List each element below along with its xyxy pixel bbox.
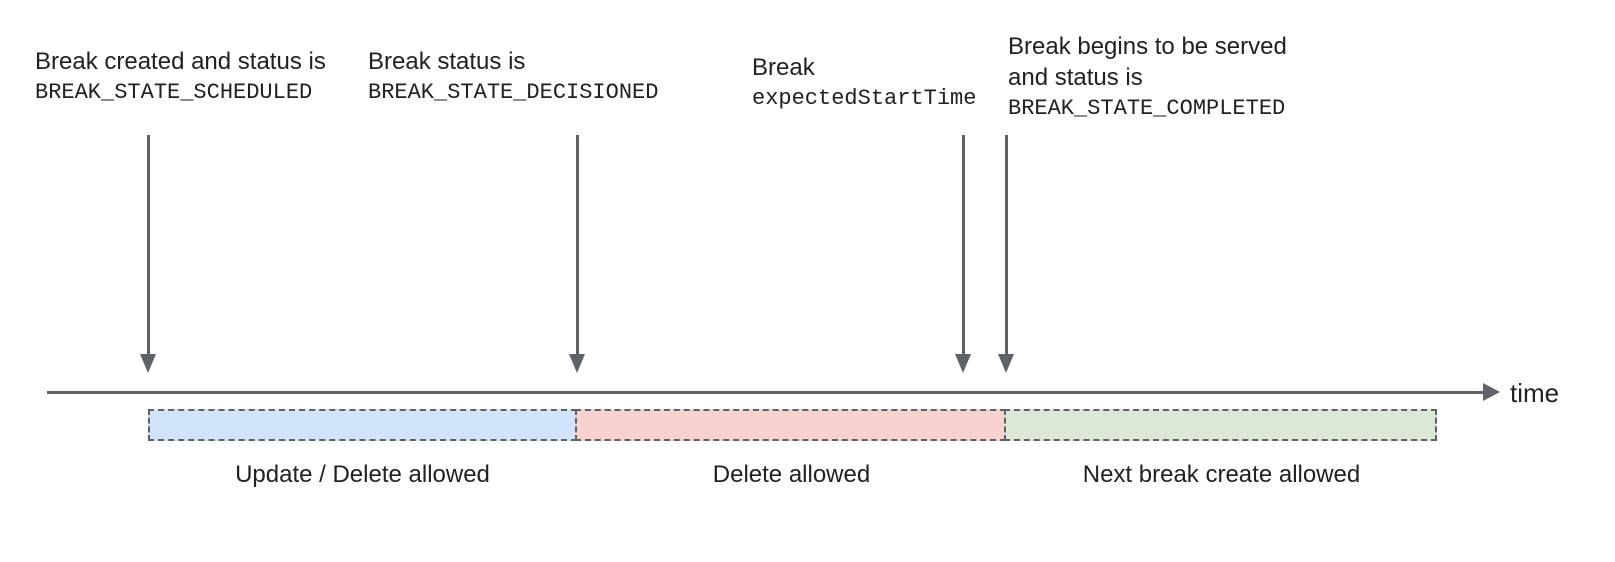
time-axis-label: time [1510, 378, 1560, 408]
time-axis-arrow-icon [1483, 383, 1500, 401]
down-arrow-icon [998, 135, 1014, 373]
arrow-head-icon [140, 354, 156, 373]
down-arrow-icon [140, 135, 156, 373]
annotation-text: Break status is [368, 48, 526, 75]
annotation-text: Break begins to be served [1008, 33, 1287, 60]
annotation-break-completed: Break begins to be served and status is … [1008, 31, 1287, 124]
arrow-head-icon [569, 354, 585, 373]
annotation-text: Break [752, 54, 815, 81]
segment-next-break-create-allowed [1004, 409, 1437, 441]
segment-caption: Next break create allowed [1082, 461, 1361, 488]
arrow-head-icon [998, 354, 1014, 373]
down-arrow-icon [955, 135, 971, 373]
arrow-shaft [961, 135, 965, 355]
annotation-break-created: Break created and status is BREAK_STATE_… [35, 46, 326, 108]
segment-update-delete-allowed [148, 409, 577, 441]
annotation-code-break-state-completed: BREAK_STATE_COMPLETED [1008, 96, 1286, 121]
annotation-code-expected-start-time: expectedStartTime [752, 86, 977, 111]
arrow-shaft [1004, 135, 1008, 355]
annotation-text: Break created and status is [35, 48, 326, 75]
time-axis-line [47, 391, 1485, 394]
annotation-expected-start-time: Break expectedStartTime [752, 52, 976, 114]
arrow-shaft [146, 135, 150, 355]
segment-caption: Update / Delete allowed [235, 461, 490, 488]
annotation-code-break-state-scheduled: BREAK_STATE_SCHEDULED [35, 80, 313, 105]
annotation-break-decisioned: Break status is BREAK_STATE_DECISIONED [368, 46, 658, 108]
arrow-head-icon [955, 354, 971, 373]
segment-delete-allowed [575, 409, 1006, 441]
annotation-code-break-state-decisioned: BREAK_STATE_DECISIONED [368, 80, 659, 105]
segment-caption: Delete allowed [712, 461, 871, 488]
arrow-shaft [575, 135, 579, 355]
annotation-text: and status is [1008, 64, 1143, 91]
down-arrow-icon [569, 135, 585, 373]
